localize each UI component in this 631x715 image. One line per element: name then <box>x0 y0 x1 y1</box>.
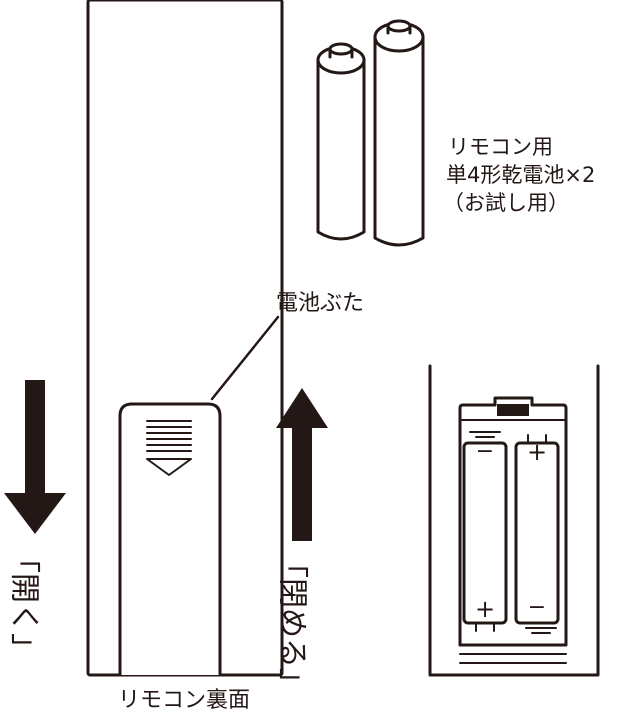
open-label: 「開く」 <box>7 543 42 663</box>
polarity-plus-top: + <box>527 438 547 466</box>
battery-right <box>373 19 425 247</box>
battery-label-line1: リモコン用 <box>448 135 553 159</box>
close-arrow-icon <box>276 388 328 541</box>
cover-label: 電池ぶた <box>276 291 364 316</box>
down-triangle-icon <box>146 458 192 476</box>
battery-left <box>316 42 366 241</box>
remote-back-label: リモコン裏面 <box>118 688 250 713</box>
cover-grip-lines <box>146 420 192 452</box>
polarity-plus-bottom: + <box>475 595 495 623</box>
battery-cover <box>118 402 222 677</box>
open-arrow-icon <box>4 380 66 534</box>
close-label: 「閉める」 <box>275 548 310 698</box>
battery-compartment <box>428 364 600 677</box>
compartment-battery-right <box>514 441 560 625</box>
cover-leader-line <box>210 315 280 401</box>
battery-label-line3: （お試し用） <box>443 191 569 215</box>
compartment-battery-left <box>462 441 508 625</box>
battery-label-line2: 単4形乾電池×2 <box>446 163 595 187</box>
polarity-minus-bottom: − <box>528 595 546 620</box>
polarity-minus-top: − <box>476 439 494 464</box>
